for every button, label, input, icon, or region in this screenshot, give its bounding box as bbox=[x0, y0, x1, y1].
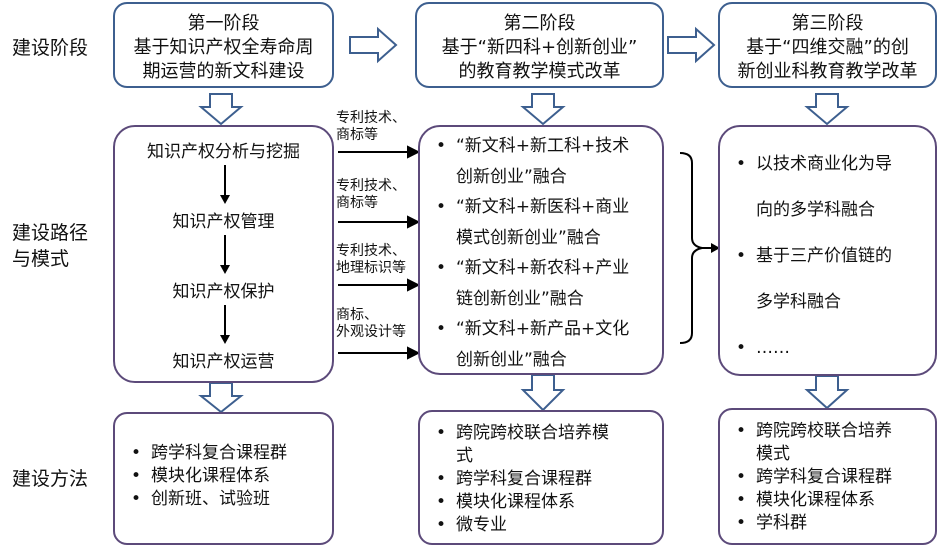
method-item: 跨学科复合课程群 bbox=[430, 468, 658, 491]
stage-desc-line: 期运营的新文科建设 bbox=[142, 61, 305, 82]
multidiscipline-item-text: 向的多学科融合 bbox=[756, 200, 875, 220]
fusion-item-text: “新文科+新医科+商业 bbox=[456, 197, 630, 217]
ip-step-operation: 知识产权运营 bbox=[172, 352, 275, 372]
connector-note-1: 专利技术、 商标等 bbox=[336, 110, 406, 144]
stage-box-3: 第三阶段 基于“四维交融”的创 新创业科教育教学改革 bbox=[718, 2, 937, 88]
stage-desc-line: 基于知识产权全寿命周 bbox=[133, 37, 314, 58]
stage-arrow-2 bbox=[667, 26, 716, 64]
method-item: 跨学科复合课程群 bbox=[730, 466, 931, 489]
connector-note-2: 专利技术、 商标等 bbox=[336, 178, 406, 212]
down-arrow-2b bbox=[520, 374, 566, 412]
method-item: 模块化课程体系 bbox=[430, 491, 658, 514]
method-box-1: 跨学科复合课程群 模块化课程体系 创新班、试验班 bbox=[113, 412, 334, 545]
method-item: 模块化课程体系 bbox=[730, 489, 931, 512]
method-item-text: 式 bbox=[456, 446, 473, 466]
note-line: 专利技术、 bbox=[336, 243, 406, 259]
step-arrow-head bbox=[220, 195, 230, 204]
fusion-item-text: “新文科+新农科+产业 bbox=[456, 258, 630, 278]
fusion-item-text: “新文科+新产品+文化 bbox=[456, 319, 630, 339]
note-line: 地理标识等 bbox=[336, 260, 406, 276]
method-item-text: 跨院跨校联合培养模 bbox=[456, 423, 609, 443]
curly-brace bbox=[679, 152, 703, 344]
multidiscipline-item-text: 以技术商业化为导 bbox=[756, 154, 892, 174]
stage-box-2: 第二阶段 基于“新四科+创新创业” 的教育教学模式改革 bbox=[415, 2, 664, 88]
stage-box-1: 第一阶段 基于知识产权全寿命周 期运营的新文科建设 bbox=[113, 2, 334, 88]
stage-desc-line: 的教育教学模式改革 bbox=[458, 61, 621, 82]
note-line: 商标等 bbox=[336, 195, 378, 211]
ip-lifecycle-box: 知识产权分析与挖掘 知识产权管理 知识产权保护 知识产权运营 bbox=[113, 125, 334, 383]
multidiscipline-item-text: …… bbox=[756, 338, 790, 358]
row-label-stage: 建设阶段 bbox=[12, 37, 89, 59]
row-label-path-2: 与模式 bbox=[12, 248, 70, 270]
down-arrow-2a bbox=[520, 93, 566, 126]
note-line: 外观设计等 bbox=[336, 324, 406, 340]
step-arrow-line bbox=[224, 235, 226, 267]
ip-step-protection: 知识产权保护 bbox=[172, 282, 275, 302]
fusion-item-text: 链创新创业”融合 bbox=[456, 288, 584, 309]
fusion-item-text: 模式创新创业”融合 bbox=[456, 227, 601, 248]
step-arrow-line bbox=[224, 165, 226, 197]
connector-note-3: 专利技术、 地理标识等 bbox=[336, 243, 406, 277]
note-line: 商标等 bbox=[336, 127, 378, 143]
step-arrow-line bbox=[224, 305, 226, 337]
method-item-text: 跨院跨校联合培养 bbox=[756, 421, 892, 441]
stage-title: 第一阶段 bbox=[187, 13, 260, 34]
row-label-method: 建设方法 bbox=[12, 468, 89, 490]
stage-desc-line: 新创业科教育教学改革 bbox=[737, 61, 918, 82]
fusion-item-text: “新文科+新工科+技术 bbox=[456, 136, 630, 156]
stage-title: 第二阶段 bbox=[503, 13, 576, 34]
down-arrow-3b bbox=[804, 375, 850, 410]
down-arrow-1a bbox=[198, 93, 244, 126]
multidiscipline-item: …… bbox=[730, 325, 929, 371]
stage-title: 第三阶段 bbox=[791, 13, 864, 34]
step-arrow-head bbox=[220, 265, 230, 274]
row-label-path-1: 建设路径 bbox=[12, 222, 89, 244]
ip-step-analysis: 知识产权分析与挖掘 bbox=[147, 142, 300, 162]
down-arrow-3a bbox=[804, 93, 850, 126]
multidiscipline-item-text: 多学科融合 bbox=[756, 292, 841, 312]
multidiscipline-item-text: 基于三产价值链的 bbox=[756, 246, 892, 266]
method-item: 创新班、试验班 bbox=[125, 488, 328, 511]
ip-step-management: 知识产权管理 bbox=[172, 212, 275, 232]
method-item: 学科群 bbox=[730, 512, 931, 535]
down-arrow-1b bbox=[198, 382, 244, 414]
method-item: 模块化课程体系 bbox=[125, 465, 328, 488]
stage-desc-line: 基于“新四科+创新创业” bbox=[441, 37, 638, 58]
note-line: 专利技术、 bbox=[336, 178, 406, 194]
note-line: 商标、 bbox=[336, 307, 378, 323]
method-item: 微专业 bbox=[430, 514, 658, 537]
step-arrow-head bbox=[220, 335, 230, 344]
stage-arrow-1 bbox=[349, 26, 398, 64]
fusion-item-text: 创新创业”融合 bbox=[456, 166, 567, 187]
stage-desc-line: 基于“四维交融”的创 bbox=[746, 37, 909, 58]
connector-note-4: 商标、 外观设计等 bbox=[336, 307, 406, 341]
method-item-text: 模式 bbox=[756, 444, 790, 464]
method-item: 跨学科复合课程群 bbox=[125, 442, 328, 465]
fusion-item-text: 创新创业”融合 bbox=[456, 349, 567, 370]
note-line: 专利技术、 bbox=[336, 110, 406, 126]
